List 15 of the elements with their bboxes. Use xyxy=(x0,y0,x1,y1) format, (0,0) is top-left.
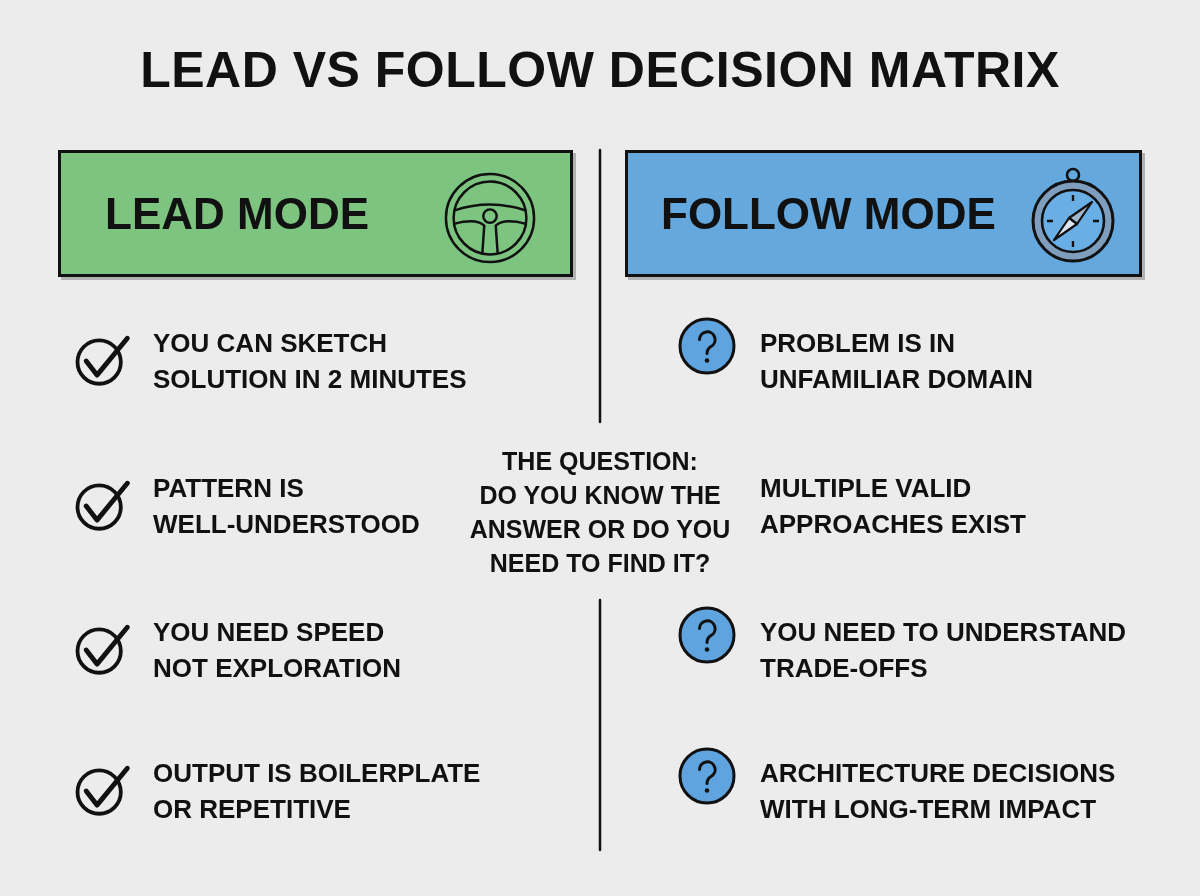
question-text: DO YOU KNOW THE ANSWER OR DO YOU NEED TO FIND IT? xyxy=(468,480,732,579)
title: LEAD VS FOLLOW DECISION MATRIX xyxy=(139,41,1061,100)
criterion-text: OUTPUT IS BOILERPLATE OR REPETITIVE xyxy=(153,757,482,826)
criterion-text: MULTIPLE VALID APPROACHES EXIST xyxy=(760,472,1027,541)
mode-banner xyxy=(58,150,573,277)
criterion-text: YOU NEED SPEED NOT EXPLORATION xyxy=(153,616,402,685)
criterion-text: YOU CAN SKETCH SOLUTION IN 2 MINUTES xyxy=(153,327,468,396)
mode-title: LEAD MODE xyxy=(105,187,369,240)
mode-title: FOLLOW MODE xyxy=(661,187,996,240)
criterion-text: YOU NEED TO UNDERSTAND TRADE-OFFS xyxy=(760,616,1127,685)
question-heading: THE QUESTION: xyxy=(501,446,699,477)
criterion-text: PROBLEM IS IN UNFAMILIAR DOMAIN xyxy=(760,327,1034,396)
mode-banner xyxy=(625,150,1142,277)
criterion-text: PATTERN IS WELL-UNDERSTOOD xyxy=(153,472,421,541)
criterion-text: ARCHITECTURE DECISIONS WITH LONG-TERM IMPACT xyxy=(760,757,1117,826)
